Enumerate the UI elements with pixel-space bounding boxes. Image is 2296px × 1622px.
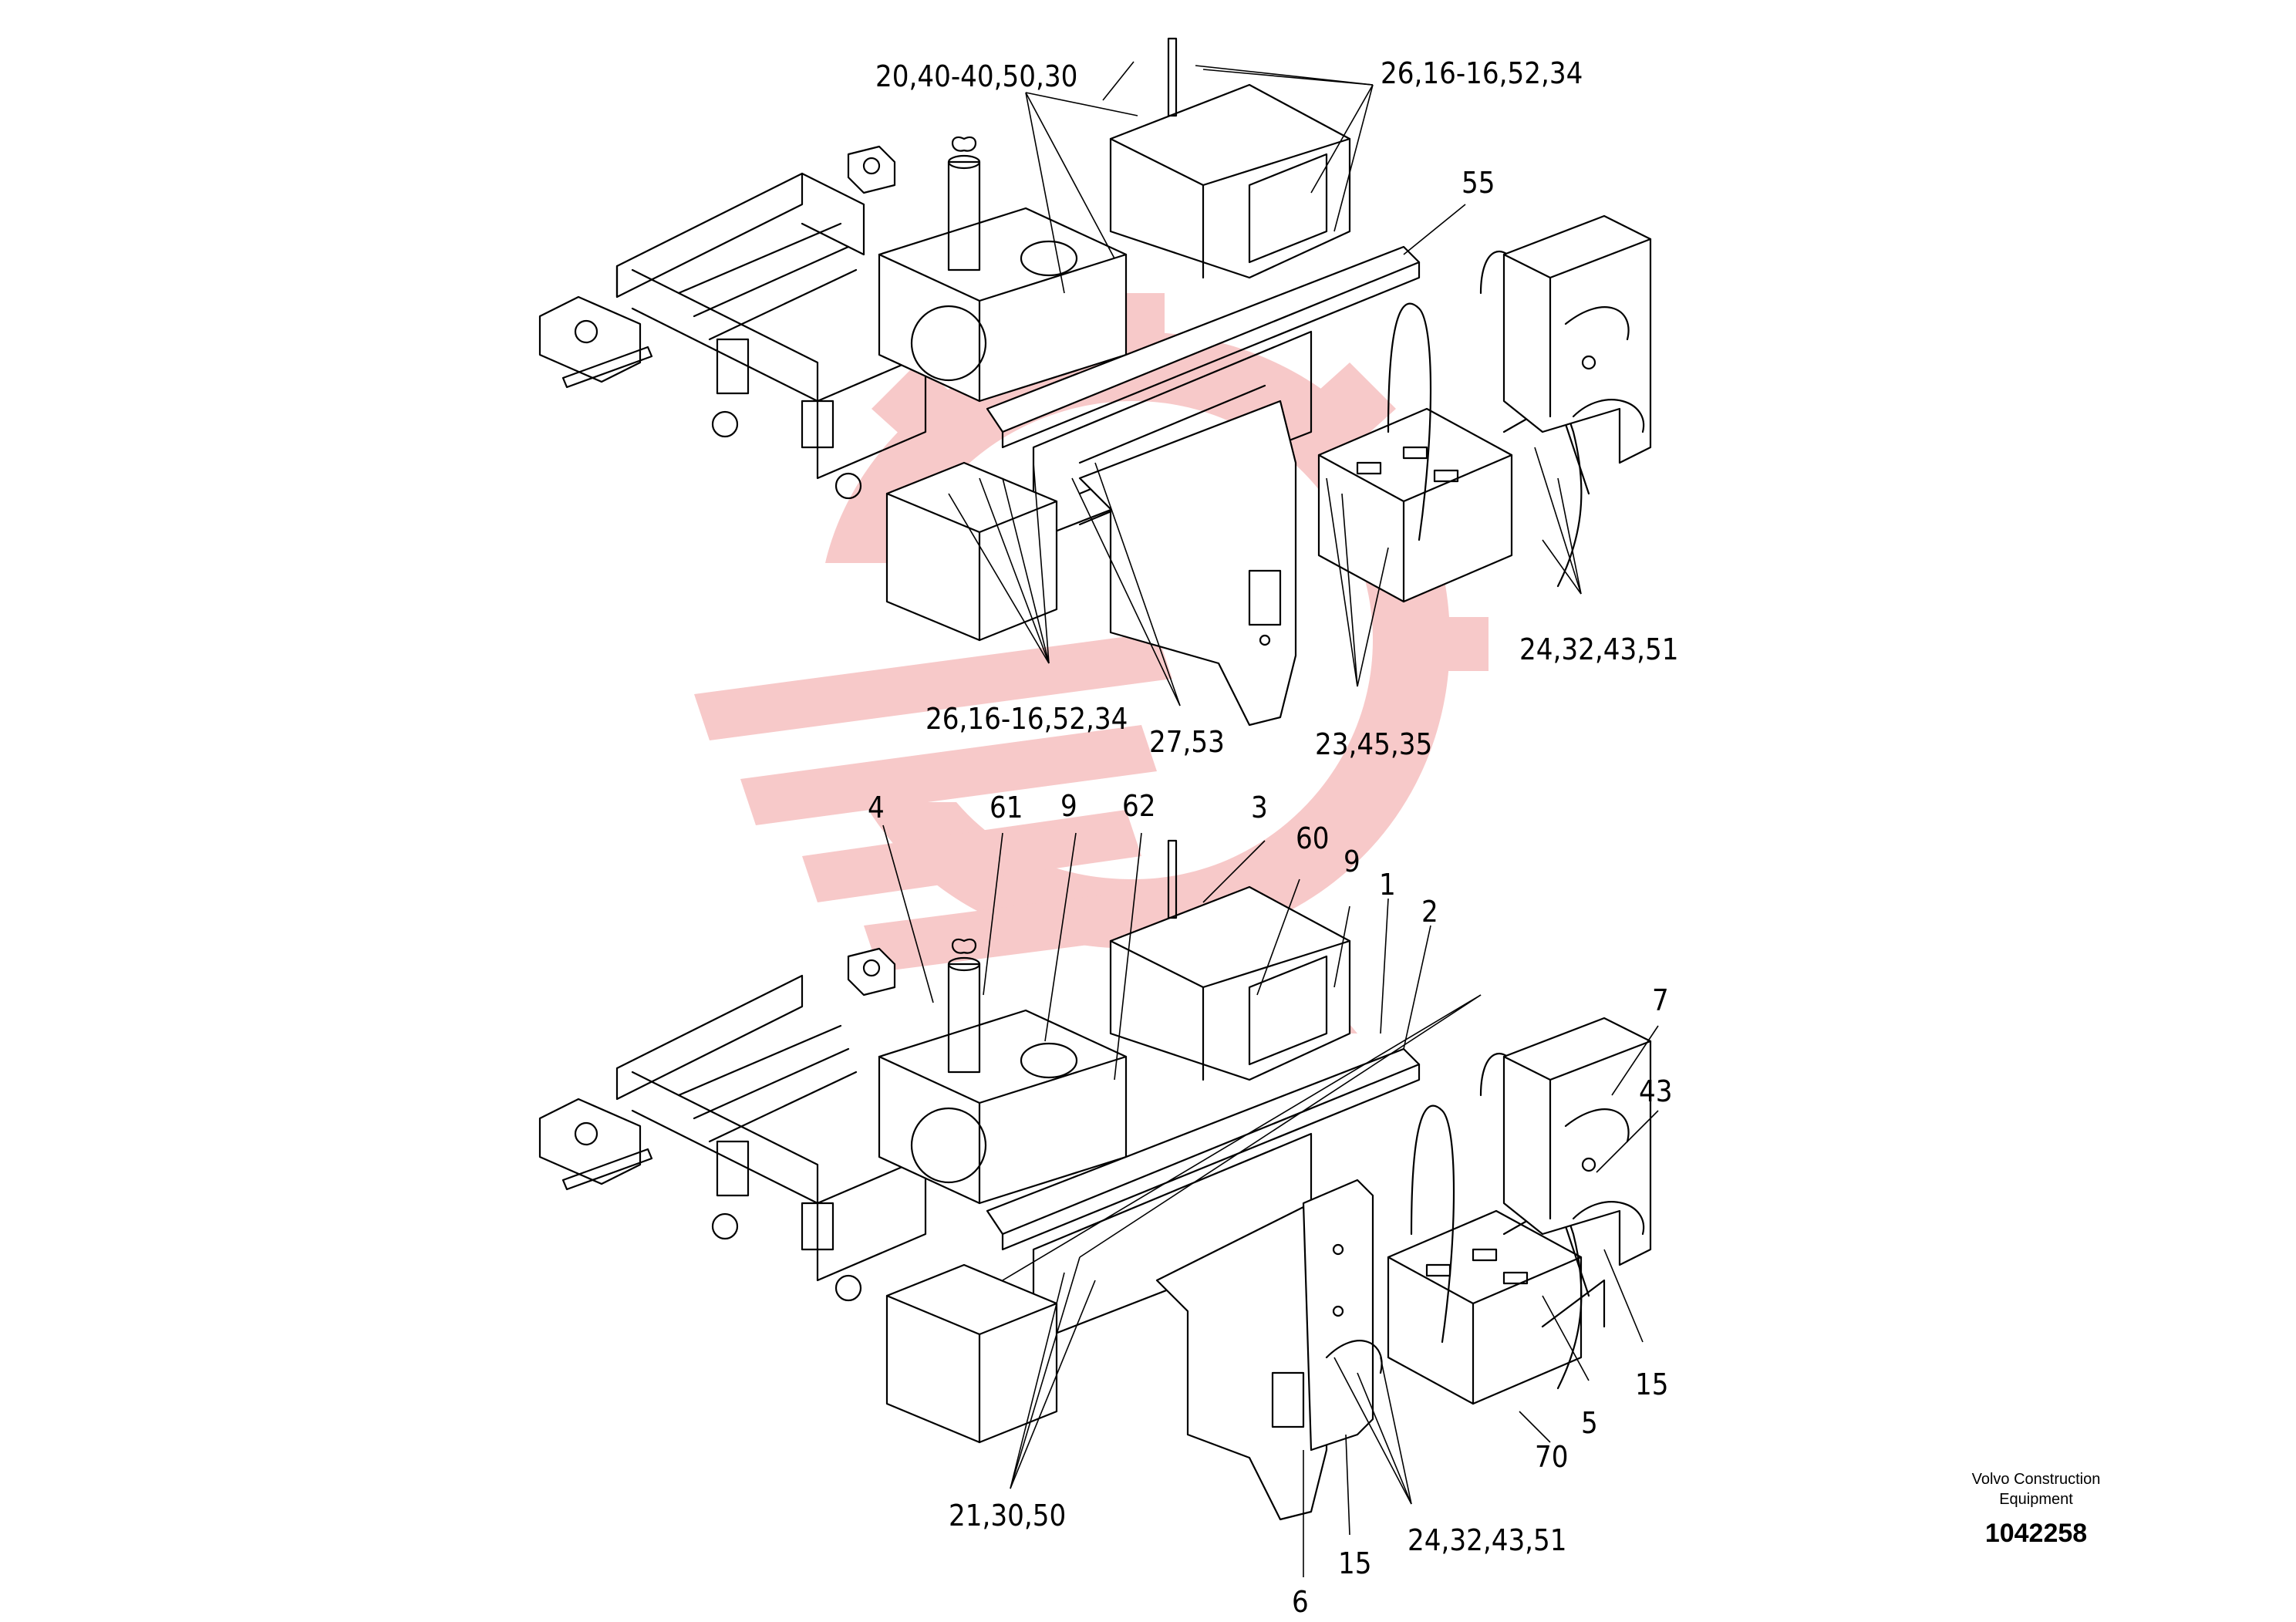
drawing-number: 1042258 — [1984, 1519, 2088, 1548]
callout-label: 1 — [1379, 868, 1396, 902]
company-name-line1: Volvo Construction — [1971, 1471, 2101, 1488]
callout-label: 3 — [1251, 791, 1268, 824]
callout-label: 21,30,50 — [949, 1499, 1066, 1533]
callout-label: 9 — [1060, 789, 1077, 823]
callout-label: 62 — [1122, 789, 1156, 823]
callout-label: 20,40-40,50,30 — [875, 59, 1077, 93]
callout-label: 7 — [1652, 983, 1669, 1017]
callout-label: 6 — [1292, 1585, 1309, 1619]
upper-callout-labels: 20,40-40,50,30 26,16-16,52,34 55 24,32,4… — [875, 56, 1679, 761]
callout-label: 24,32,43,51 — [1519, 632, 1679, 666]
callout-label: 5 — [1581, 1406, 1598, 1440]
callout-label: 26,16-16,52,34 — [1381, 56, 1583, 90]
callout-label: 23,45,35 — [1315, 727, 1432, 761]
callout-label: 61 — [990, 791, 1023, 824]
lower-callout-labels: 4 61 9 62 3 60 9 1 2 7 43 15 5 70 24,32,… — [868, 789, 1673, 1619]
watermark-logo — [694, 293, 1489, 1034]
lower-assembly-drawing — [538, 839, 1652, 1521]
callout-label: 60 — [1296, 821, 1330, 855]
upper-assembly-drawing — [538, 37, 1652, 727]
callout-label: 70 — [1535, 1440, 1569, 1474]
callout-label: 4 — [868, 791, 885, 824]
callout-label: 15 — [1338, 1546, 1372, 1580]
callout-label: 9 — [1344, 845, 1360, 878]
callout-label: 43 — [1639, 1074, 1673, 1108]
leader-lines — [882, 61, 1659, 1577]
company-name-line2: Equipment — [1999, 1491, 2073, 1508]
credit-block: Volvo Construction Equipment 1042258 — [1905, 1469, 2167, 1549]
callout-label: 27,53 — [1149, 725, 1225, 759]
callout-label: 2 — [1421, 895, 1438, 929]
callout-label: 24,32,43,51 — [1408, 1523, 1567, 1557]
callout-label: 55 — [1462, 166, 1495, 200]
callout-label: 26,16-16,52,34 — [925, 702, 1128, 736]
callout-label: 15 — [1635, 1367, 1669, 1401]
